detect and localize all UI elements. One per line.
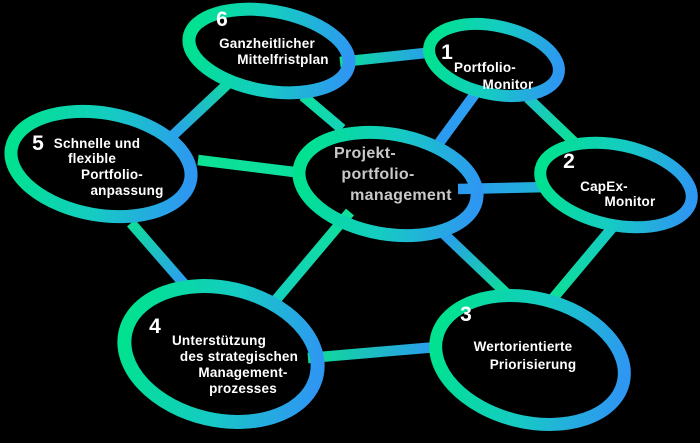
spoke-center-to-4: [265, 208, 355, 311]
edge-6-to-1: [339, 46, 436, 68]
ellipse-3-wertorientierte-priorisierung: [429, 289, 631, 431]
node-number: 2: [563, 150, 575, 173]
node-label-line: Portfolio-: [81, 167, 143, 182]
ellipse-1-portfolio-monitor: [423, 18, 565, 102]
node-label-line: anpassung: [90, 183, 164, 198]
node-label-line: Schnelle und: [53, 136, 141, 151]
node-label-line: flexible: [67, 151, 117, 166]
edge-5-to-4: [127, 219, 189, 289]
edge-4-to-3: [307, 341, 438, 364]
node-number: 4: [149, 315, 161, 338]
ellipse-4-unterstuetzung: [117, 279, 325, 429]
ellipse-6-mittelfristplan: [182, 2, 356, 100]
ellipse-2-capex-monitor: [534, 136, 698, 234]
node-number: 6: [216, 8, 228, 31]
spoke-center-to-3: [439, 229, 511, 298]
ellipse-5-schnelle-anpassung: [4, 104, 198, 224]
spoke-center-to-1: [429, 90, 480, 154]
node-label-line: Monitor: [482, 77, 534, 92]
spoke-center-to-6: [299, 91, 346, 134]
center-label-line: Projekt-: [334, 145, 396, 162]
node-label-line: Monitor: [604, 194, 656, 209]
node-label-line: Wertorientierte: [473, 339, 573, 354]
node-label-line: Mittelfristplan: [237, 52, 329, 67]
node-number: 1: [441, 41, 453, 64]
node-number: 5: [32, 132, 44, 155]
node-label-line: CapEx-: [580, 179, 628, 194]
center-label-line: portfolio-: [341, 166, 415, 183]
node-label-line: Portfolio-: [454, 60, 516, 75]
node-number: 3: [460, 303, 472, 326]
edge-1-to-2: [524, 94, 578, 146]
node-label-line: Unterstützung: [171, 333, 267, 348]
edge-5-to-6: [164, 74, 238, 144]
node-label-line: Priorisierung: [489, 357, 577, 372]
node-label-line: prozesses: [209, 381, 277, 396]
node-label-line: Management-: [198, 365, 288, 380]
edge-2-to-3: [545, 224, 617, 306]
node-label-line: Ganzheitlicher: [219, 36, 315, 51]
ellipse-center-projektportfoliomanagement: [292, 125, 484, 243]
spoke-center-to-5: [197, 154, 303, 179]
center-label-line: management: [350, 187, 452, 204]
node-label-line: des strategischen: [179, 349, 299, 364]
